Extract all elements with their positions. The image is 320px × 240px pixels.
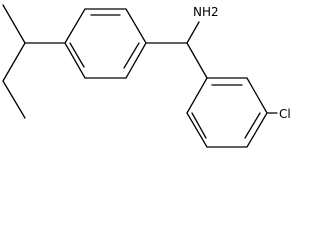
left-ring-inner-bond-2 [123, 42, 140, 69]
left-ring-inner-bond-3 [69, 42, 85, 68]
sec-butyl-group [2, 4, 66, 119]
bond-ch3-top [2, 4, 26, 44]
left-ring-outline [64, 8, 147, 79]
bond-ch-to-nh2 [186, 21, 200, 44]
bond-ch-to-right-ring [186, 42, 208, 79]
left-benzene-ring [64, 8, 147, 79]
central-carbon-bonds [145, 21, 208, 79]
bond-ch2-ch3 [2, 80, 26, 119]
right-benzene-ring [186, 77, 278, 148]
chemical-structure-diagram: NH2 Cl [2, 4, 291, 148]
right-ring-inner-bond-3 [191, 112, 207, 139]
right-ring-outline [186, 77, 268, 148]
bond-ch-ch2 [2, 42, 26, 82]
right-ring-inner-bond-2 [244, 112, 261, 139]
amine-label: NH2 [193, 5, 219, 19]
chlorine-label: Cl [279, 107, 291, 121]
